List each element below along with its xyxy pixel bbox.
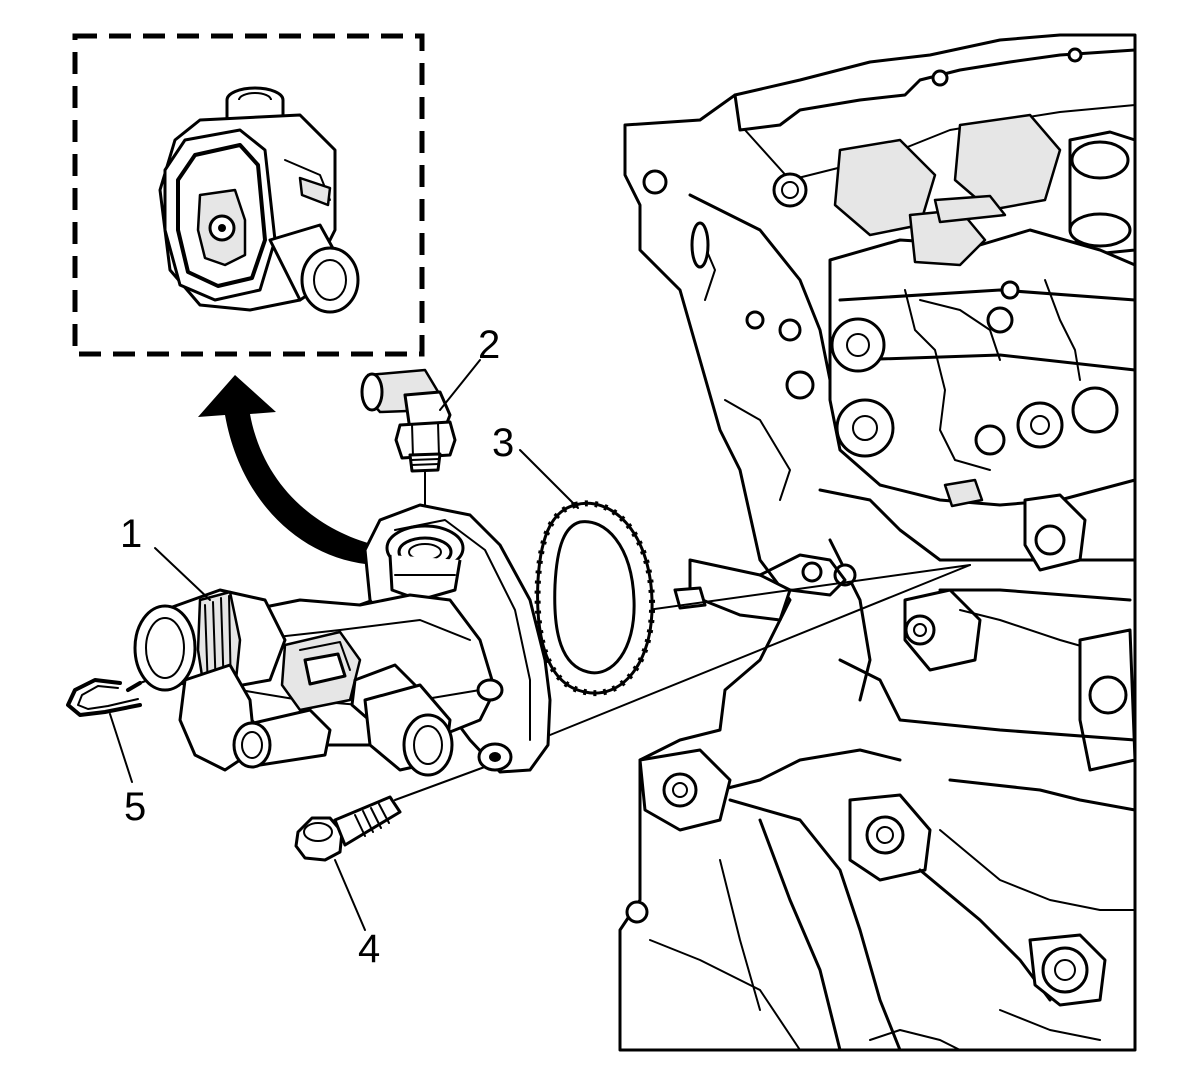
callout-5: 5 xyxy=(124,785,146,829)
callout-2: 2 xyxy=(478,323,500,367)
callout-1: 1 xyxy=(120,512,142,556)
part-1-thermostat-housing xyxy=(133,503,552,777)
callout-4: 4 xyxy=(358,927,380,971)
part-4-bolt xyxy=(294,795,402,862)
inset-detail xyxy=(72,33,425,357)
callout-3: 3 xyxy=(492,421,514,465)
callout-leaders xyxy=(109,359,579,931)
part-3-gasket xyxy=(534,500,656,697)
part-2-coolant-temperature-sensor xyxy=(360,368,457,473)
engine-block xyxy=(618,33,1137,1052)
view-direction-arrow xyxy=(198,375,375,565)
part-5-retaining-clip xyxy=(66,678,142,717)
inset-thermostat-housing-rear-view xyxy=(158,86,360,314)
